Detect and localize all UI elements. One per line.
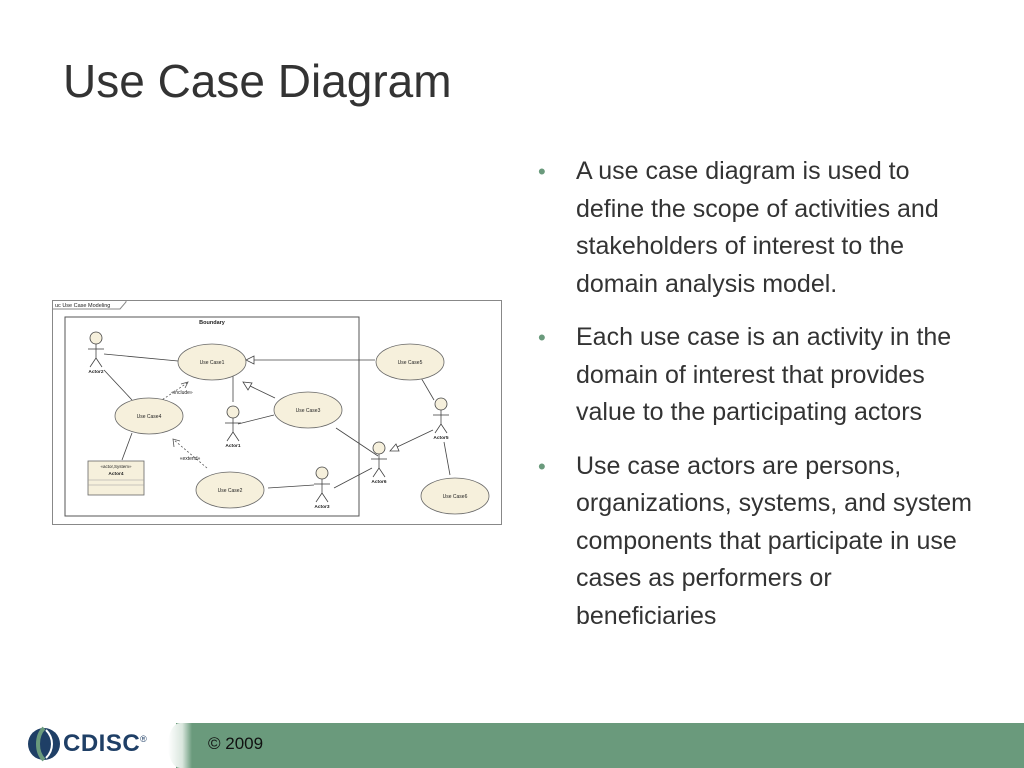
actor-3-label: Actor3 — [314, 504, 330, 510]
actor-2-figure — [88, 331, 104, 368]
footer-band — [176, 723, 1024, 768]
svg-text:Use Case2: Use Case2 — [218, 488, 243, 494]
actor-6-figure — [371, 441, 387, 478]
bullet-item: •Each use case is an activity in the dom… — [538, 319, 978, 432]
actor-3-figure — [314, 466, 330, 503]
logo-text: CDISC® — [63, 730, 148, 757]
bullet-icon: • — [538, 159, 546, 184]
cdisc-logo-icon — [28, 726, 60, 762]
svg-text:Use Case4: Use Case4 — [137, 414, 162, 420]
svg-text:Use Case3: Use Case3 — [296, 408, 321, 414]
bullet-icon: • — [538, 453, 546, 479]
bullet-icon: • — [538, 325, 546, 350]
actor-1-figure — [225, 405, 241, 442]
use-case-1 — [177, 343, 247, 381]
use-case-diagram: uc Use Case Modeling Boundary — [52, 300, 503, 526]
svg-text:Use Case6: Use Case6 — [443, 494, 468, 500]
extend-label: «extend» — [180, 456, 201, 462]
actor-2-label: Actor2 — [88, 369, 104, 375]
system-actor-name: Actor4 — [108, 471, 124, 477]
actor-1-label: Actor1 — [225, 443, 241, 449]
system-actor-stereotype: «actor,System» — [100, 464, 132, 469]
system-actor-box — [87, 460, 145, 496]
bullet-item: •A use case diagram is used to define th… — [538, 153, 978, 303]
footer-curve — [168, 723, 192, 768]
boundary-label: Boundary — [199, 320, 226, 326]
use-case-5 — [375, 343, 445, 381]
bullet-list: •A use case diagram is used to define th… — [538, 153, 978, 651]
use-case-6 — [420, 477, 490, 515]
use-case-4 — [114, 397, 184, 435]
actor-5-figure — [433, 397, 449, 434]
use-case-3 — [273, 391, 343, 429]
bullet-item: •Use case actors are persons, organizati… — [538, 448, 978, 636]
diagram-frame-label: uc Use Case Modeling — [55, 303, 110, 309]
actor-6-label: Actor6 — [371, 479, 387, 485]
svg-text:Use Case5: Use Case5 — [398, 360, 423, 366]
use-case-2 — [195, 471, 265, 509]
svg-text:Use Case1: Use Case1 — [200, 360, 225, 366]
actor-5-label: Actor5 — [433, 435, 449, 441]
footer-copyright: © 2009 — [208, 734, 264, 753]
slide-title: Use Case Diagram — [63, 55, 452, 107]
include-label: «include» — [171, 390, 193, 396]
